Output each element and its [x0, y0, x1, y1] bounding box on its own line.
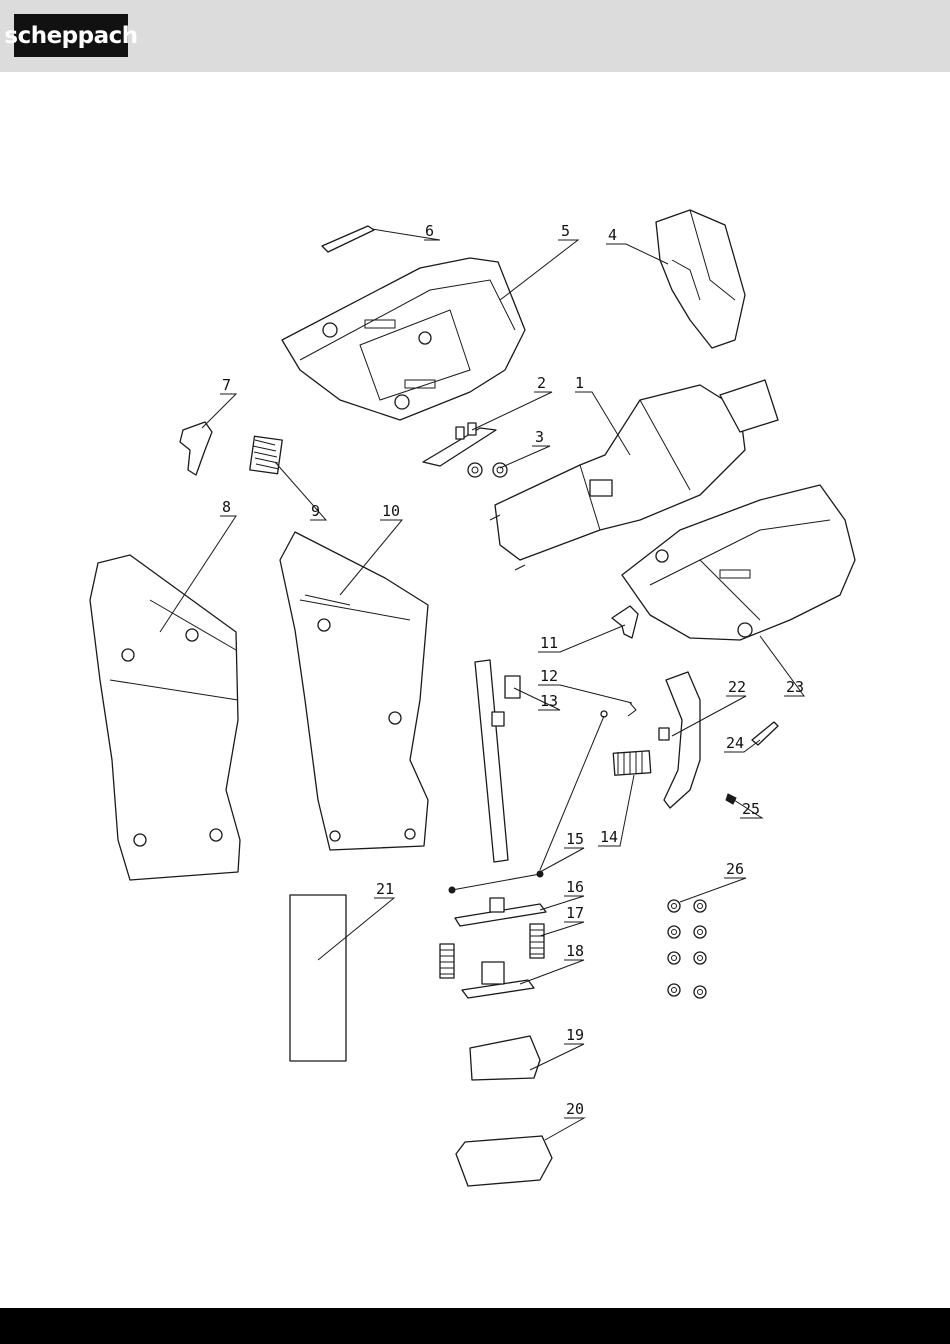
part-6-clip: [322, 226, 374, 252]
svg-text:6: 6: [425, 222, 434, 240]
svg-text:2: 2: [537, 374, 546, 392]
callout-17: 17: [540, 904, 584, 936]
callout-20: 20: [545, 1100, 584, 1140]
callout-11: 11: [538, 625, 625, 652]
svg-text:14: 14: [600, 828, 618, 846]
svg-text:15: 15: [566, 830, 584, 848]
part-10-grip-inner: [280, 532, 428, 850]
svg-text:18: 18: [566, 942, 584, 960]
callout-25: 25: [734, 800, 762, 818]
svg-text:22: 22: [728, 678, 746, 696]
part-12-pin: [601, 703, 636, 717]
part-20-foot: [456, 1136, 552, 1186]
callout-7: 7: [202, 376, 236, 428]
part-14-spring: [613, 751, 650, 775]
part-4-battery-cover: [656, 210, 745, 348]
callout-9: 9: [275, 462, 326, 520]
footer-bar: [0, 1308, 950, 1344]
svg-text:20: 20: [566, 1100, 584, 1118]
svg-text:23: 23: [786, 678, 804, 696]
part-22-lever: [659, 672, 700, 808]
svg-text:16: 16: [566, 878, 584, 896]
part-5-top-housing: [282, 258, 525, 420]
callout-5: 5: [500, 222, 578, 300]
part-2-terminal: [423, 423, 496, 466]
svg-text:5: 5: [561, 222, 570, 240]
svg-text:11: 11: [540, 634, 558, 652]
callout-6: 6: [372, 222, 440, 240]
svg-text:24: 24: [726, 734, 744, 752]
part-25-screw: [726, 794, 736, 804]
callout-13: 13: [514, 688, 560, 710]
svg-text:19: 19: [566, 1026, 584, 1044]
part-19-cap: [470, 1036, 540, 1080]
part-7-trigger: [180, 422, 212, 475]
svg-text:21: 21: [376, 880, 394, 898]
svg-text:8: 8: [222, 498, 231, 516]
callout-23: 23: [760, 636, 804, 696]
part-26-nuts: [668, 900, 706, 998]
svg-text:1: 1: [575, 374, 584, 392]
svg-text:3: 3: [535, 428, 544, 446]
part-18-base-plate: [462, 962, 534, 998]
callout-3: 3: [500, 428, 550, 468]
part-13-pcb: [475, 660, 520, 862]
part-21-sleeve: [290, 895, 346, 1061]
part-9-spring: [250, 436, 282, 474]
svg-text:13: 13: [540, 692, 558, 710]
callout-14: 14: [598, 775, 634, 846]
callout-15: 15: [452, 716, 604, 890]
svg-text:12: 12: [540, 667, 558, 685]
part-8-grip-shell: [90, 555, 240, 880]
svg-text:26: 26: [726, 860, 744, 878]
svg-text:25: 25: [742, 800, 760, 818]
part-11-switch: [612, 606, 638, 638]
svg-text:17: 17: [566, 904, 584, 922]
part-24-pin: [752, 722, 778, 745]
svg-text:7: 7: [222, 376, 231, 394]
part-3-nuts: [468, 463, 507, 477]
part-16-plate: [455, 898, 546, 926]
svg-text:9: 9: [311, 502, 320, 520]
callout-26: 26: [680, 860, 746, 902]
svg-text:4: 4: [608, 226, 617, 244]
svg-text:10: 10: [382, 502, 400, 520]
